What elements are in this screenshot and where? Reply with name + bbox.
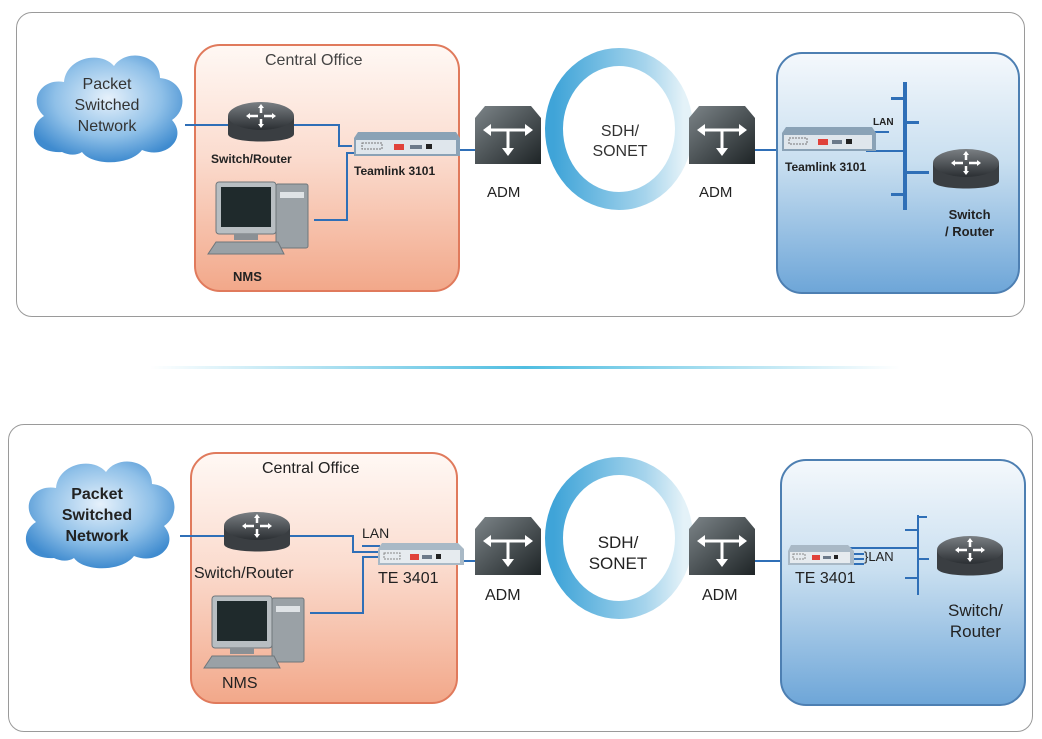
adm-icon xyxy=(689,106,755,164)
cloud-icon xyxy=(33,55,183,163)
adm-icon xyxy=(475,106,541,164)
remote-lan-label: LAN xyxy=(873,117,894,128)
wire xyxy=(917,516,927,518)
remote-lan-label: }LAN xyxy=(864,549,894,564)
adm-left-label: ADM xyxy=(487,184,521,201)
wire xyxy=(362,545,380,547)
wire xyxy=(362,556,364,613)
wire xyxy=(917,558,929,560)
wire xyxy=(752,149,788,151)
wire xyxy=(850,553,864,555)
wire xyxy=(905,121,919,124)
computer-icon xyxy=(207,181,309,255)
section-divider xyxy=(150,366,900,369)
wire xyxy=(362,556,380,558)
adm-icon xyxy=(689,517,755,575)
wire xyxy=(752,560,788,562)
computer-icon xyxy=(203,595,305,669)
nms-label: NMS xyxy=(233,269,262,284)
router-icon xyxy=(228,102,294,142)
wire xyxy=(290,535,352,537)
wire xyxy=(905,577,917,579)
te3401-device-icon xyxy=(378,543,464,565)
wire xyxy=(310,612,364,614)
remote-router-label: Switch/Router xyxy=(948,601,1003,641)
wire xyxy=(352,535,354,552)
wire xyxy=(185,124,230,126)
router-icon xyxy=(937,536,1003,576)
sdh-sonet-ring xyxy=(545,48,693,210)
router-icon xyxy=(224,512,290,552)
remote-router-label: Switch/ Router xyxy=(945,207,995,239)
lan-bus xyxy=(903,82,907,210)
wire xyxy=(873,131,889,133)
wire xyxy=(346,152,348,220)
nms-label: NMS xyxy=(222,675,258,692)
teamlink-device-icon xyxy=(354,132,460,156)
co-router-label: Switch/Router xyxy=(194,565,294,582)
wire xyxy=(891,193,905,196)
ring-label: SDH/SONET xyxy=(592,123,648,160)
wire xyxy=(314,219,348,221)
wire xyxy=(850,558,864,560)
wire xyxy=(352,551,380,553)
teamlink-device-icon xyxy=(782,127,876,151)
remote-site-zone xyxy=(780,459,1026,706)
wire xyxy=(464,560,478,562)
adm-right-label: ADM xyxy=(702,587,738,604)
remote-device-label: TE 3401 xyxy=(795,570,856,587)
wire xyxy=(180,535,224,537)
wire xyxy=(292,124,340,126)
lan-bus xyxy=(917,515,919,595)
remote-device-label: Teamlink 3101 xyxy=(785,160,867,174)
co-device-label: Teamlink 3101 xyxy=(354,164,436,178)
router-icon xyxy=(933,149,999,189)
te3401-device-icon xyxy=(788,545,854,565)
wire xyxy=(905,171,929,174)
wire xyxy=(820,547,918,549)
wire xyxy=(905,529,917,531)
central-office-title: Central Office xyxy=(265,52,363,69)
wire xyxy=(458,149,478,151)
co-lan-label: LAN xyxy=(362,525,390,541)
co-router-label: Switch/Router xyxy=(211,152,292,166)
wire xyxy=(850,563,864,565)
co-device-label: TE 3401 xyxy=(378,570,439,587)
adm-right-label: ADM xyxy=(699,184,733,201)
wire xyxy=(346,152,354,154)
wire xyxy=(891,97,905,100)
sdh-sonet-ring xyxy=(545,457,693,619)
wire xyxy=(866,150,906,152)
adm-icon xyxy=(475,517,541,575)
cloud-icon xyxy=(25,461,175,569)
wire xyxy=(338,124,340,146)
central-office-title: Central Office xyxy=(262,460,360,477)
adm-left-label: ADM xyxy=(485,587,521,604)
wire xyxy=(338,145,352,147)
ring-label: SDH/SONET xyxy=(588,533,648,573)
